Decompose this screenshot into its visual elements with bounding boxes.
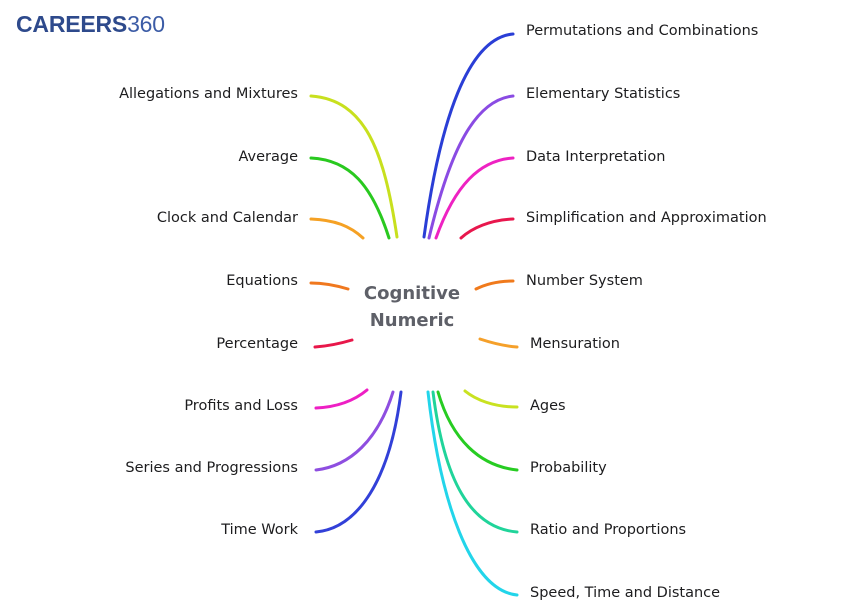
- branch-line-right-6: [478, 337, 519, 349]
- branch-line-right-8: [436, 390, 519, 472]
- branch-label-left-4: Equations: [226, 273, 298, 289]
- branch-line-left-8: [314, 390, 403, 534]
- branch-line-left-2: [309, 156, 391, 240]
- branch-label-right-8: Probability: [530, 460, 607, 476]
- logo-text-light: 360: [127, 11, 165, 37]
- branch-label-left-7: Series and Progressions: [125, 460, 298, 476]
- branch-line-right-5: [474, 279, 515, 291]
- branch-line-right-4: [459, 217, 515, 240]
- branch-label-right-7: Ages: [530, 398, 566, 414]
- branch-label-left-1: Allegations and Mixtures: [119, 86, 298, 102]
- branch-label-left-8: Time Work: [221, 522, 298, 538]
- branch-line-right-1: [422, 32, 515, 239]
- branch-line-right-10: [426, 390, 519, 597]
- branch-line-left-1: [309, 94, 399, 239]
- branch-line-right-2: [427, 94, 515, 240]
- branch-label-left-5: Percentage: [216, 336, 298, 352]
- branch-line-right-9: [431, 390, 519, 534]
- branch-line-left-4: [309, 281, 350, 291]
- branch-label-right-4: Simplification and Approximation: [526, 210, 767, 226]
- central-topic-line-2: Numeric: [369, 310, 455, 331]
- branch-line-left-6: [314, 388, 369, 410]
- central-topic: Cognitive Numeric: [342, 280, 482, 334]
- branch-line-right-3: [434, 156, 515, 240]
- branch-label-right-5: Number System: [526, 273, 643, 289]
- branch-label-right-2: Elementary Statistics: [526, 86, 681, 102]
- branch-line-left-5: [313, 338, 354, 349]
- branch-line-left-7: [314, 390, 395, 472]
- branch-label-left-6: Profits and Loss: [184, 398, 298, 414]
- branch-line-right-7: [463, 389, 519, 409]
- branch-label-right-1: Permutations and Combinations: [526, 23, 759, 39]
- branch-label-left-2: Average: [238, 149, 298, 165]
- branch-label-right-9: Ratio and Proportions: [530, 522, 687, 538]
- branch-label-right-3: Data Interpretation: [526, 149, 666, 165]
- branch-label-right-10: Speed, Time and Distance: [530, 585, 721, 601]
- branch-line-left-3: [309, 217, 365, 240]
- logo-text-bold: CAREERS: [16, 11, 128, 37]
- central-topic-line-1: Cognitive: [363, 283, 461, 304]
- careers360-logo: CAREERS360: [16, 10, 165, 38]
- branch-label-right-6: Mensuration: [530, 336, 620, 352]
- branch-label-left-3: Clock and Calendar: [156, 210, 298, 226]
